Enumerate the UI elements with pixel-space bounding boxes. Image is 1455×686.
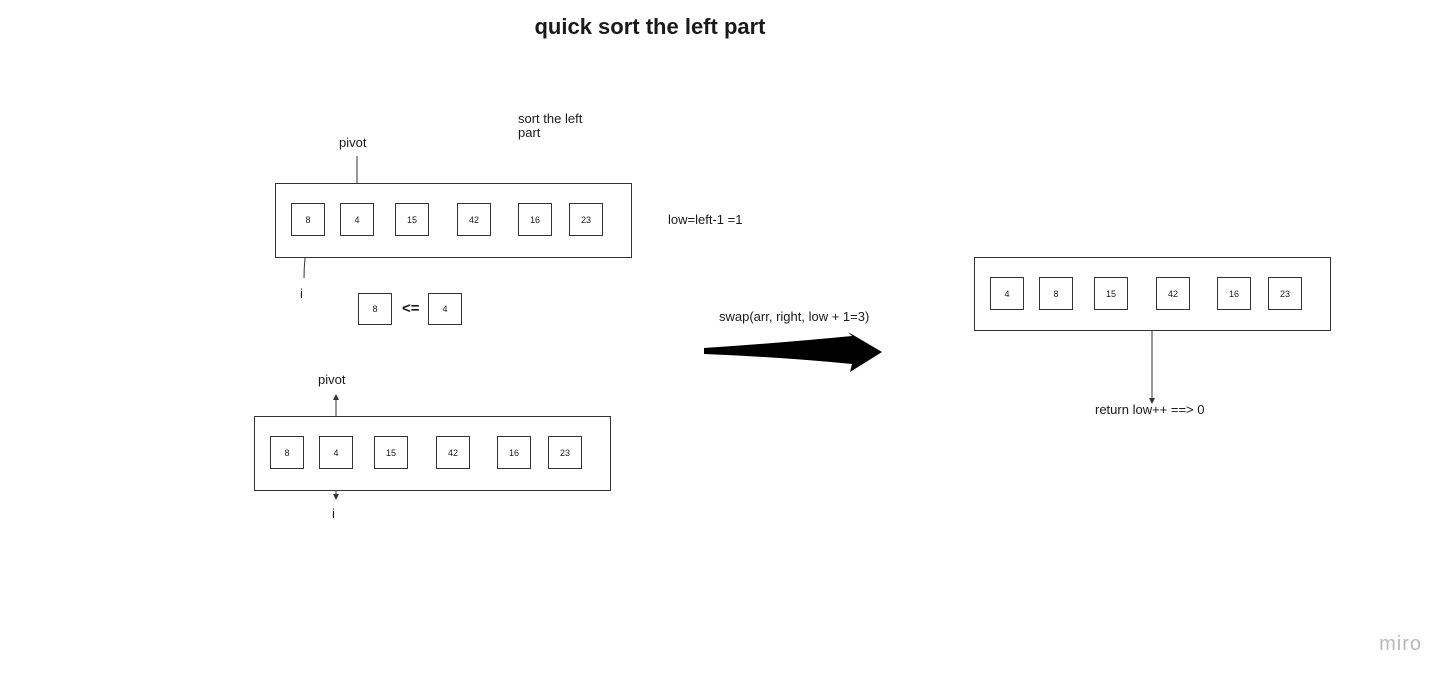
sort-left-part-note: sort the left part — [518, 111, 583, 140]
compare-right-cell: 4 — [428, 293, 462, 325]
page-title: quick sort the left part — [534, 14, 766, 39]
compare-left-cell: 8 — [358, 293, 392, 325]
pivot-label-1: pivot — [339, 135, 367, 150]
result-cell-3: 42 — [1156, 277, 1190, 310]
compare-operator: <= — [402, 300, 420, 317]
big-arrow — [704, 332, 882, 372]
array-2-cell-4: 16 — [497, 436, 531, 469]
array-2-cell-1: 4 — [319, 436, 353, 469]
array-1-cell-3: 42 — [457, 203, 491, 236]
result-cell-4: 16 — [1217, 277, 1251, 310]
result-cell-5: 23 — [1268, 277, 1302, 310]
result-cell-0: 4 — [990, 277, 1024, 310]
result-cell-1: 8 — [1039, 277, 1073, 310]
array-2-cell-5: 23 — [548, 436, 582, 469]
array-2-cell-0: 8 — [270, 436, 304, 469]
return-low-note: return low++ ==> 0 — [1095, 402, 1205, 417]
pivot-label-2: pivot — [318, 372, 346, 387]
array-1-cell-5: 23 — [569, 203, 603, 236]
swap-call-note: swap(arr, right, low + 1=3) — [719, 309, 870, 324]
array-1-cell-0: 8 — [291, 203, 325, 236]
array-1-cell-4: 16 — [518, 203, 552, 236]
i-label-2: i — [332, 506, 335, 521]
miro-watermark: miro — [1379, 633, 1422, 655]
array-2-cell-3: 42 — [436, 436, 470, 469]
array-1-cell-1: 4 — [340, 203, 374, 236]
low-equation-note: low=left-1 =1 — [668, 212, 743, 227]
array-2-cell-2: 15 — [374, 436, 408, 469]
array-1-cell-2: 15 — [395, 203, 429, 236]
i-label-1: i — [300, 286, 303, 301]
result-cell-2: 15 — [1094, 277, 1128, 310]
